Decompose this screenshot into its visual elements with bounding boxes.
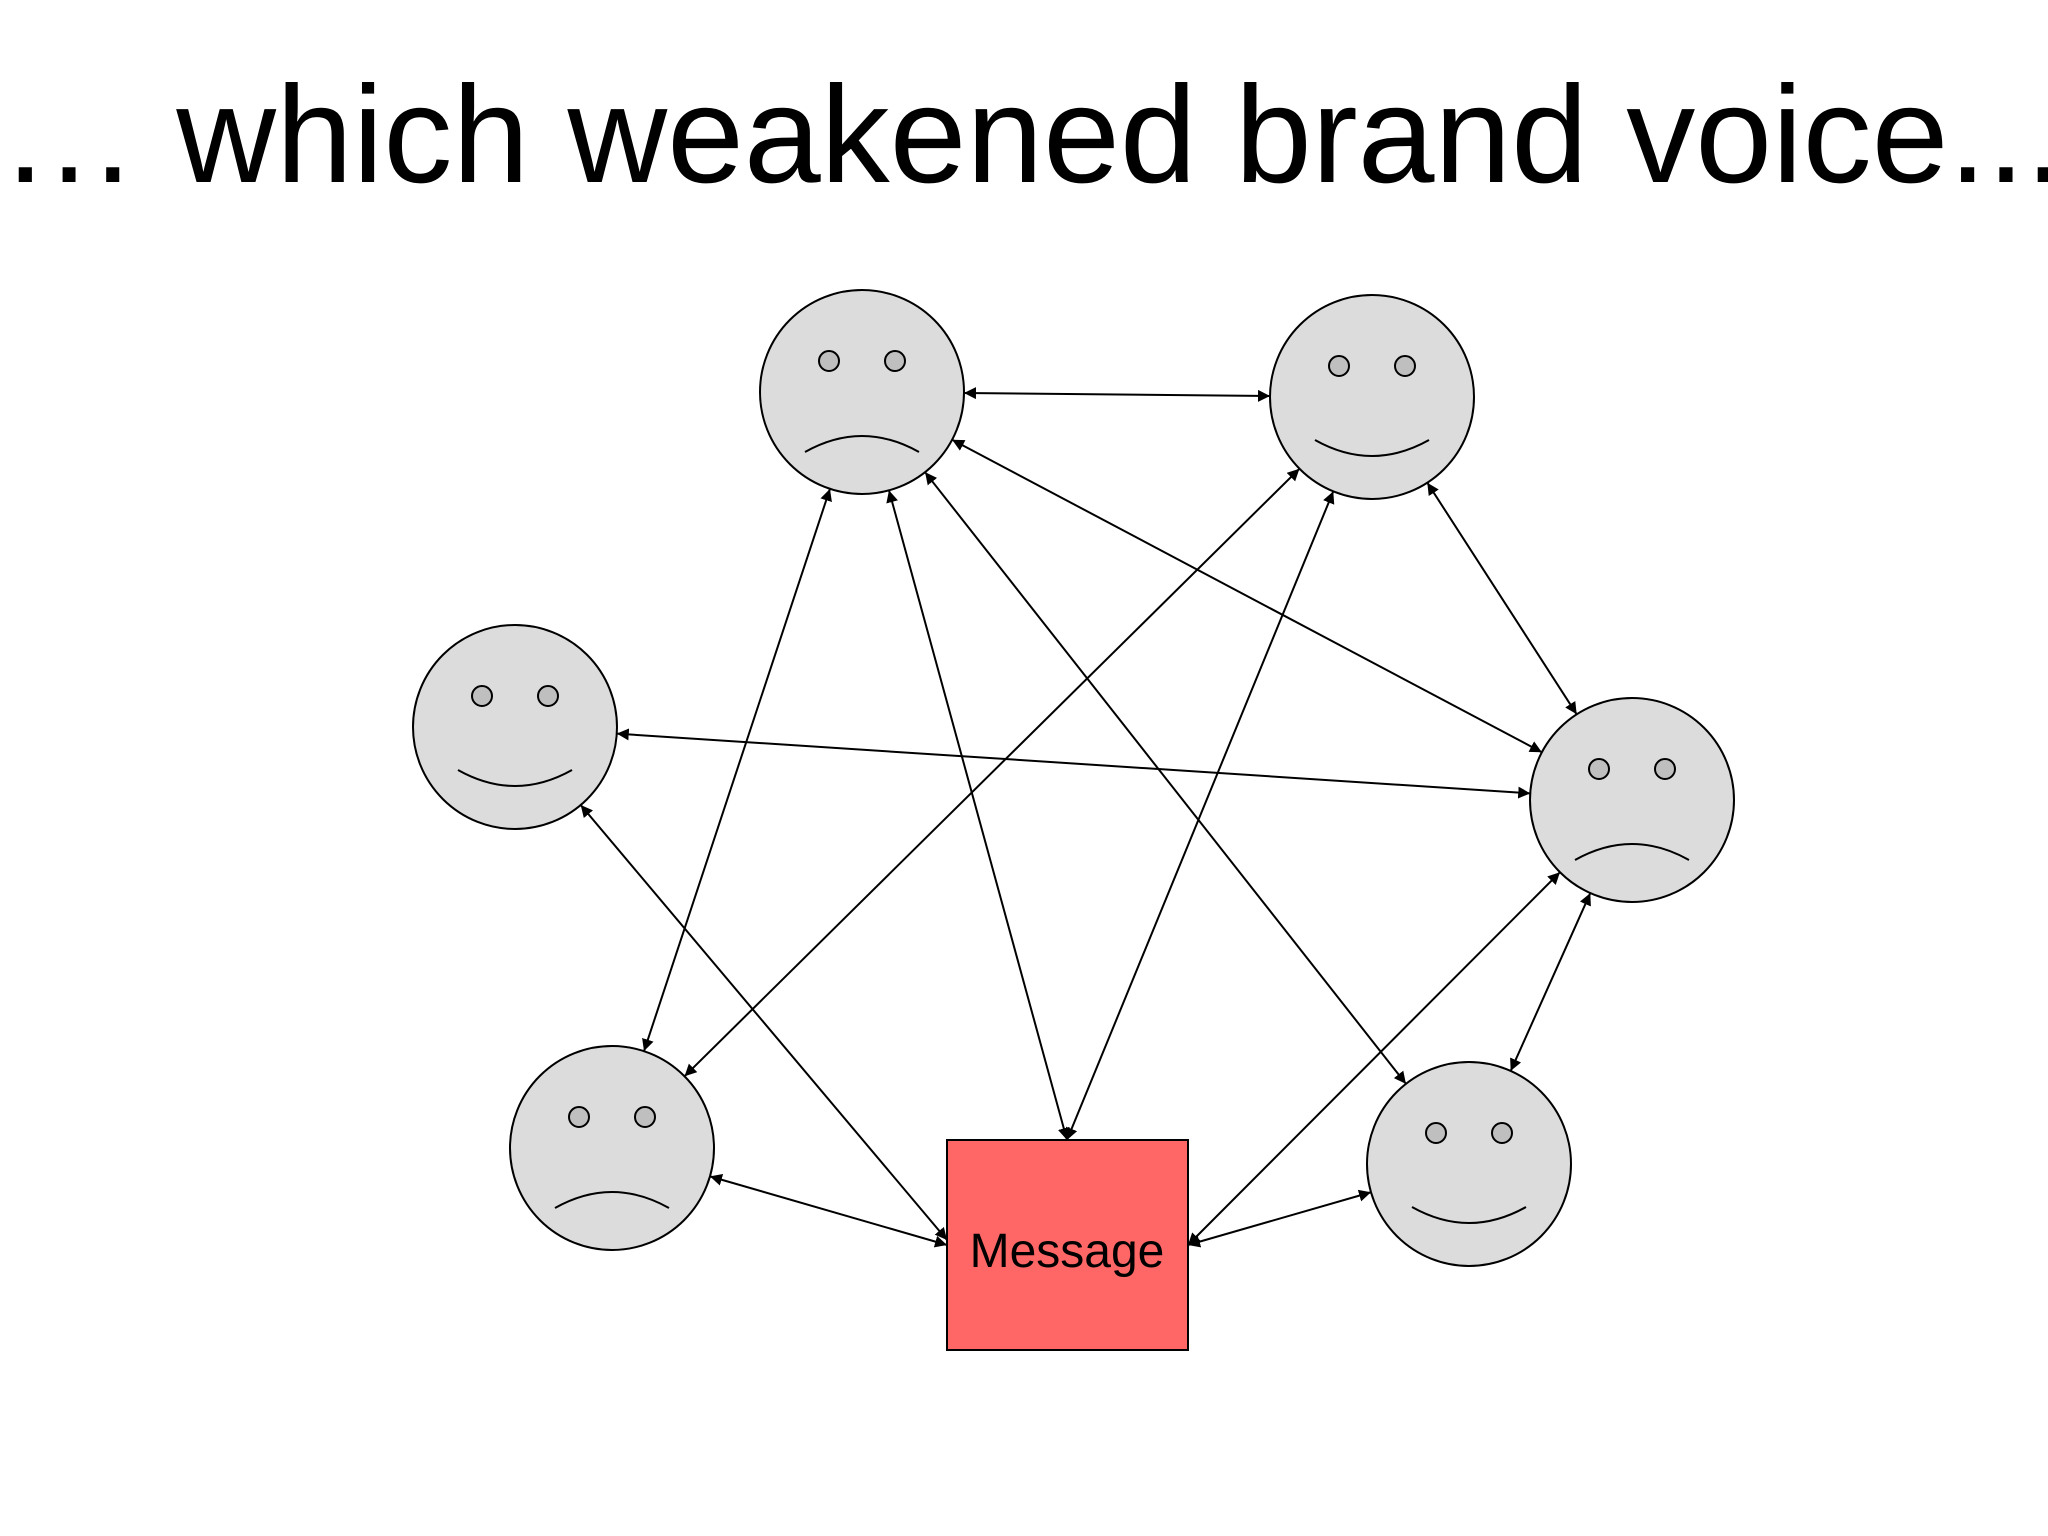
- arrow-top-right-to-message: [1066, 490, 1335, 1141]
- face-right-sad: [1529, 697, 1735, 903]
- frown-mouth: [804, 435, 920, 453]
- arrow-top-left-to-bottom-left: [642, 488, 832, 1052]
- arrow-left-to-message: [579, 804, 948, 1241]
- frown-mouth: [554, 1191, 670, 1209]
- right-eye-icon: [634, 1106, 656, 1128]
- arrow-message-to-bottom-right: [1187, 1189, 1372, 1248]
- face-top-right-happy: [1269, 294, 1475, 500]
- left-eye-icon: [568, 1106, 590, 1128]
- smile-mouth: [1411, 1206, 1527, 1224]
- arrow-top-left-to-top-right: [963, 387, 1271, 402]
- message-box: [946, 1139, 1189, 1351]
- arrow-bottom-left-to-message: [709, 1173, 948, 1248]
- face-circle: [759, 289, 965, 495]
- left-eye-icon: [818, 350, 840, 372]
- message-label: Message: [970, 1225, 1165, 1278]
- right-eye-icon: [537, 685, 559, 707]
- right-eye-icon: [1654, 758, 1676, 780]
- left-eye-icon: [1588, 758, 1610, 780]
- frown-mouth: [1574, 843, 1690, 861]
- arrow-right-to-bottom-right: [1509, 892, 1592, 1072]
- left-eye-icon: [1328, 355, 1350, 377]
- smile-mouth: [457, 769, 573, 787]
- face-circle: [1529, 697, 1735, 903]
- connections-layer: [579, 387, 1592, 1248]
- face-circle: [1269, 294, 1475, 500]
- left-eye-icon: [1425, 1122, 1447, 1144]
- arrow-right-to-message: [1187, 871, 1561, 1246]
- right-eye-icon: [1394, 355, 1416, 377]
- arrow-left-to-right: [616, 728, 1531, 799]
- face-bottom-left-sad: [509, 1045, 715, 1251]
- arrow-top-right-to-right: [1426, 482, 1578, 715]
- nodes-layer: Message: [412, 289, 1735, 1351]
- message-node: Message: [946, 1139, 1189, 1351]
- arrow-top-left-to-right: [951, 438, 1543, 754]
- face-circle: [509, 1045, 715, 1251]
- face-top-left-sad: [759, 289, 965, 495]
- left-eye-icon: [471, 685, 493, 707]
- face-left-happy: [412, 624, 618, 830]
- arrow-top-left-to-message: [886, 490, 1070, 1141]
- arrow-top-left-to-bottom-right: [924, 471, 1407, 1085]
- face-bottom-right-happy: [1366, 1061, 1572, 1267]
- smile-mouth: [1314, 439, 1430, 457]
- right-eye-icon: [884, 350, 906, 372]
- face-circle: [1366, 1061, 1572, 1267]
- right-eye-icon: [1491, 1122, 1513, 1144]
- face-circle: [412, 624, 618, 830]
- slide-title: … which weakened brand voice...: [0, 58, 2048, 212]
